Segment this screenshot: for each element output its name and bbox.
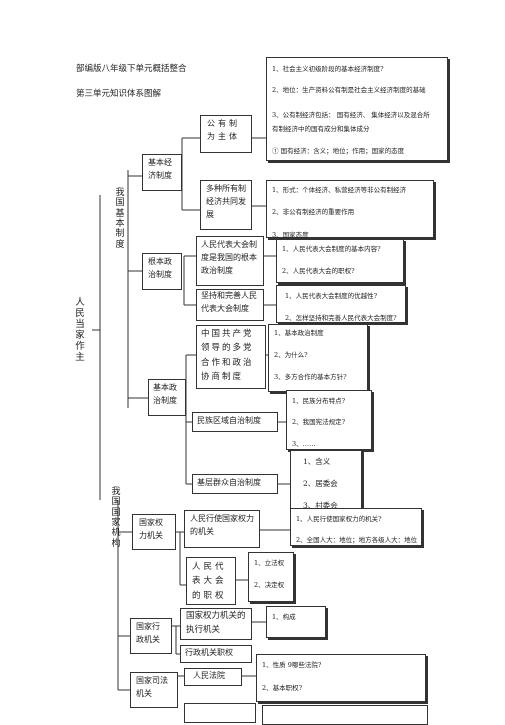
points-uphold-npc: 1、人民代表大会制度的优越性? 2、怎样坚持和完善人民代表大会制度? xyxy=(276,285,406,323)
point-2: 2、人民代表大会的职权? xyxy=(282,267,355,275)
point-2: 2、非公有制经济的重要作用 xyxy=(272,208,355,216)
node-basic-political-system: 基本政治制度 xyxy=(148,379,186,416)
point-1: 1、社会主义初级阶段的基本经济制度? xyxy=(272,65,384,73)
node-state-admin-organ: 国家行政机关 xyxy=(130,618,172,654)
point-2: 2、决定权 xyxy=(254,581,285,589)
points-npc-powers: 1、立法权 2、决定权 xyxy=(248,552,294,602)
point-2: 2、为什么? xyxy=(274,351,308,359)
node-peoples-court: 人民法院 xyxy=(184,668,242,686)
points-public-ownership: 1、社会主义初级阶段的基本经济制度? 2、地位：生产资料公有制是社会主义经济制度… xyxy=(266,57,448,161)
node-grassroots-autonomy: 基层群众自治制度 xyxy=(192,474,278,494)
node-multiparty-cooperation: 中国共产党领导的多党合作和政治协商制度 xyxy=(196,325,266,389)
points-cutoff xyxy=(262,705,428,725)
points-peoples-court: 1、性质 9哪些法院? 2、基本职权? xyxy=(256,654,426,702)
node-state-judicial-organ: 国家司法机关 xyxy=(130,672,178,708)
branch-state-organs: 我国国家机构 xyxy=(111,487,121,549)
point-3: 3、…… xyxy=(292,440,316,448)
point-3-cont: 有制经济中的国有成分和集体成分 xyxy=(272,125,370,133)
point-1: 1、立法权 xyxy=(254,559,285,567)
point-1: 1、形式：个体经济、私营经济等非公有制经济 xyxy=(272,186,407,194)
point-2: 2、我国宪法规定? xyxy=(292,418,346,426)
point-3: 3、国家态度 xyxy=(272,231,309,239)
point-1: 1、含义 xyxy=(303,457,331,466)
document-subtitle: 第三单元知识体系图解 xyxy=(76,89,162,99)
node-public-ownership: 公有制为主体 xyxy=(200,115,252,153)
node-admin-powers: 行政机关职权 xyxy=(180,645,252,663)
branch-basic-systems: 我国基本制度 xyxy=(115,188,125,250)
point-1: 1、人民代表大会制度的优越性? xyxy=(285,292,378,300)
point-1: 1、人民行使国家权力的机关? xyxy=(296,515,382,523)
points-multiple-ownership: 1、形式：个体经济、私营经济等非公有制经济 2、非公有制经济的重要作用 3、国家… xyxy=(266,180,434,239)
point-1: 1、性质 9哪些法院? xyxy=(262,661,322,669)
node-uphold-npc: 坚持和完善人民代表大会制度 xyxy=(196,289,264,321)
point-3: 3、村委会 xyxy=(303,501,338,510)
point-2: 2、居委会 xyxy=(303,479,338,488)
point-1: 1、构成 xyxy=(272,613,296,621)
points-ethnic-autonomy: 1、民族分布特点? 2、我国宪法规定? 3、…… xyxy=(286,390,372,450)
node-npc-system: 人民代表大会制度是我国的根本政治制度 xyxy=(196,236,264,286)
node-state-power-organ: 国家权力机关 xyxy=(132,514,176,550)
points-npc-system: 1、人民代表大会制度的基本内容? 2、人民代表大会的职权? xyxy=(276,239,404,283)
point-2: 2、基本职权? xyxy=(262,684,303,692)
node-ethnic-autonomy: 民族区域自治制度 xyxy=(192,412,278,432)
document-title: 部编版八年级下单元概括整合 xyxy=(76,64,187,74)
points-grassroots-autonomy: 1、含义 2、居委会 3、村委会 xyxy=(290,450,362,512)
points-people-exercise-power: 1、人民行使国家权力的机关? 2、全国人大：地位；地方各级人大：地位 xyxy=(290,508,422,546)
node-basic-economic-system: 基本经济制度 xyxy=(142,154,182,191)
point-2: 2、地位：生产资料公有制是社会主义经济制度的基础 xyxy=(272,86,426,94)
node-cutoff xyxy=(184,703,256,723)
point-2: 2、怎样坚持和完善人民代表大会制度? xyxy=(285,314,397,322)
node-fundamental-political-system: 根本政治制度 xyxy=(142,253,182,290)
point-1: 1、基本政治制度 xyxy=(274,329,324,337)
node-people-exercise-power: 人民行使国家权力的机关 xyxy=(184,510,260,548)
node-executive-organ: 国家权力机关的执行机关 xyxy=(180,608,252,640)
root-node: 人民当家作主 xyxy=(75,297,85,363)
node-npc-powers: 人民代表大会的职权 xyxy=(186,557,236,605)
point-1: 1、人民代表大会制度的基本内容? xyxy=(282,245,381,253)
node-multiple-ownership: 多种所有制经济共同发展 xyxy=(200,180,252,230)
points-multiparty-cooperation: 1、基本政治制度 2、为什么? 3、多方合作的基本方针? xyxy=(268,324,368,392)
point-3: 3、多方合作的基本方针? xyxy=(274,373,347,381)
point-3: 3、公有制经济包括： 国有经济、 集体经济以及混合所 xyxy=(272,111,430,119)
points-executive-organ: 1、构成 xyxy=(266,606,326,638)
point-2: 2、全国人大：地位；地方各级人大：地位 xyxy=(296,536,418,544)
point-1: 1、民族分布特点? xyxy=(292,397,346,405)
point-4: ① 国有经济：含义；地位；作用；国家的态度 xyxy=(272,147,405,155)
